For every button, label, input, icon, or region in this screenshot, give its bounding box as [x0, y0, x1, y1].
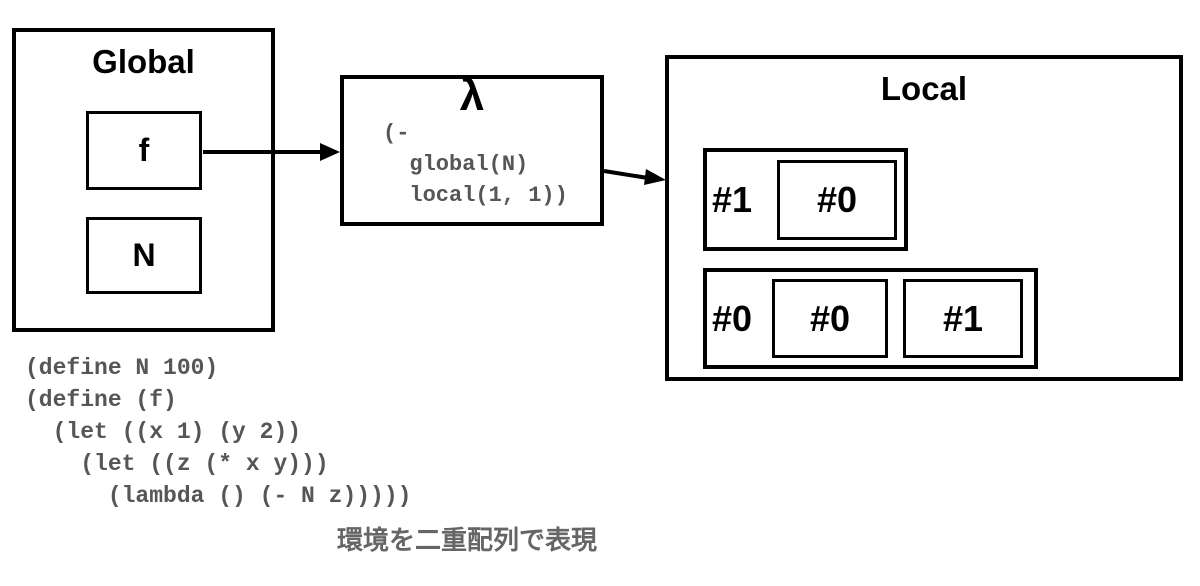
global-slot-n: N: [86, 217, 202, 294]
local-row2-index-label: #0: [712, 297, 753, 339]
global-slot-n-label: N: [132, 237, 156, 273]
global-slot-f: f: [86, 111, 202, 190]
global-slot-f-label: f: [138, 132, 150, 168]
diagram-caption: 環境を二重配列で表現: [337, 525, 598, 555]
local-env-title: Local: [880, 70, 968, 107]
env-cell-label: #0: [816, 179, 858, 220]
env-cell: #0: [777, 160, 897, 240]
env-cell: #1: [903, 279, 1023, 358]
env-cell-label: #1: [942, 297, 984, 339]
scheme-source-code: (define N 100) (define (f) (let ((x 1) (…: [25, 355, 412, 509]
env-cell: #0: [772, 279, 888, 358]
arrow-lambda-to-local: [603, 169, 666, 185]
env-cell-label: #0: [809, 297, 851, 339]
closure-body-code: (- global(N) local(1, 1)): [383, 121, 568, 208]
global-env-title: Global: [92, 43, 195, 80]
lambda-symbol: λ: [459, 71, 485, 120]
local-row1-index-label: #1: [712, 178, 753, 220]
closure-box: [340, 75, 604, 226]
